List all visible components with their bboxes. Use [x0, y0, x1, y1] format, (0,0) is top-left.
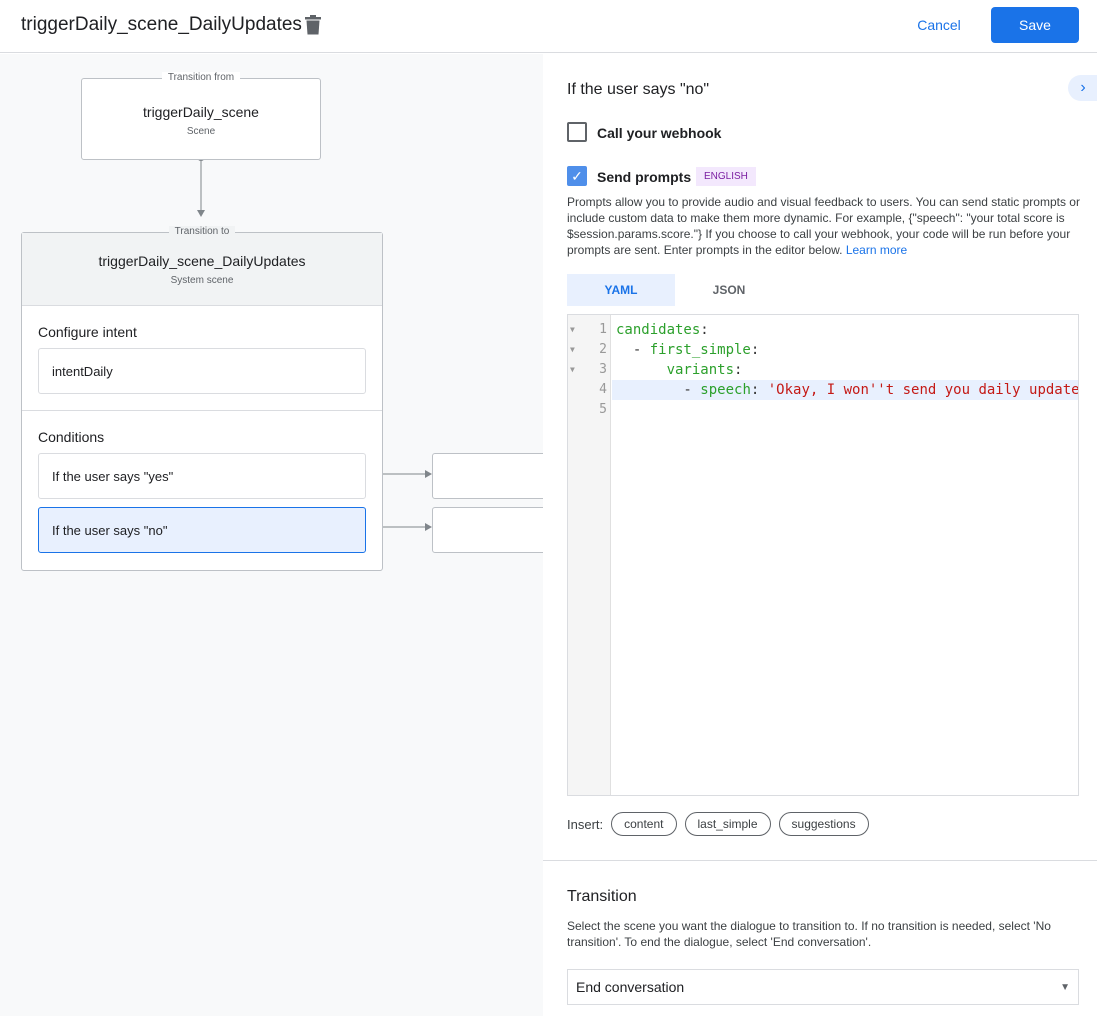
code-line: variants: — [666, 362, 743, 378]
insert-suggestions-chip[interactable]: suggestions — [778, 812, 869, 836]
prompts-checkbox[interactable]: ✓ — [567, 166, 587, 186]
insert-last-simple-chip[interactable]: last_simple — [684, 812, 771, 836]
webhook-checkbox[interactable] — [567, 122, 587, 142]
top-bar: triggerDaily_scene_DailyUpdates Cancel S… — [0, 0, 1097, 53]
dropdown-arrow-icon: ▼ — [1060, 981, 1070, 993]
from-scene-type: Scene — [186, 126, 216, 137]
intent-heading: Configure intent — [38, 324, 137, 340]
insert-content-chip[interactable]: content — [611, 812, 677, 836]
description-text: Prompts allow you to provide audio and v… — [567, 195, 1080, 257]
line-number: 3 — [599, 362, 607, 377]
fold-icon[interactable]: ▼ — [570, 345, 575, 354]
prompts-label: Send prompts — [597, 169, 692, 185]
condition-no-target[interactable] — [432, 507, 543, 553]
check-icon: ✓ — [571, 168, 583, 184]
code-editor[interactable]: ▼ 1 ▼ 2 ▼ 3 4 5 candidates: - first_simple:… — [567, 314, 1079, 796]
chevron-right-icon: › — [1080, 79, 1086, 96]
fold-icon[interactable]: ▼ — [570, 365, 575, 374]
prompts-description: Prompts allow you to provide audio and v… — [567, 194, 1087, 258]
transition-to-label: Transition to — [168, 226, 236, 237]
conditions-heading: Conditions — [38, 429, 105, 445]
code-line: - speech: 'Okay, I won''t send you daily… — [612, 380, 1078, 400]
tab-yaml[interactable]: YAML — [567, 274, 675, 306]
transition-to-node: Transition to triggerDaily_scene_DailyUp… — [21, 226, 383, 571]
to-scene-title: triggerDaily_scene_DailyUpdates — [98, 253, 306, 269]
transition-value: End conversation — [576, 979, 685, 995]
editor-gutter — [568, 315, 611, 795]
transition-select[interactable]: End conversation ▼ — [567, 969, 1079, 1005]
node-header: Transition to triggerDaily_scene_DailyUp… — [22, 226, 382, 306]
panel-heading: If the user says "no" — [567, 81, 710, 98]
code-line: - first_simple: — [616, 342, 760, 358]
tab-json[interactable]: JSON — [712, 283, 746, 297]
line-number: 4 — [599, 382, 607, 397]
intent-item[interactable]: intentDaily — [38, 348, 366, 394]
insert-label: Insert: — [567, 816, 604, 832]
collapse-panel-button[interactable]: › — [1068, 75, 1097, 101]
transition-description: Select the scene you want the dialogue t… — [567, 919, 1051, 949]
condition-yes-target[interactable] — [432, 453, 543, 499]
condition-no[interactable]: If the user says "no" — [38, 507, 366, 553]
details-panel: › If the user says "no" Call your webhoo… — [543, 54, 1097, 1016]
fold-icon[interactable]: ▼ — [570, 325, 575, 334]
to-scene-type: System scene — [170, 275, 234, 286]
cancel-button[interactable]: Cancel — [917, 17, 961, 33]
language-badge: ENGLISH — [696, 167, 756, 186]
insert-bar: Insert: content last_simple suggestions — [567, 812, 869, 836]
line-number: 5 — [599, 402, 607, 417]
learn-more-link[interactable]: Learn more — [845, 243, 908, 257]
page-title: triggerDaily_scene_DailyUpdates — [21, 14, 302, 35]
line-number: 2 — [599, 342, 607, 357]
transition-from-node[interactable]: Transition from triggerDaily_scene Scene — [81, 72, 321, 160]
webhook-label: Call your webhook — [597, 125, 722, 141]
transition-heading: Transition — [567, 888, 637, 905]
code-line: candidates: — [616, 322, 709, 338]
condition-yes[interactable]: If the user says "yes" — [38, 453, 366, 499]
save-button[interactable]: Save — [991, 7, 1079, 43]
transition-from-label: Transition from — [161, 72, 241, 83]
line-number: 1 — [599, 322, 607, 337]
trash-icon[interactable] — [305, 15, 321, 35]
scene-canvas: Transition from triggerDaily_scene Scene… — [0, 54, 543, 1016]
from-scene-title: triggerDaily_scene — [143, 104, 259, 120]
